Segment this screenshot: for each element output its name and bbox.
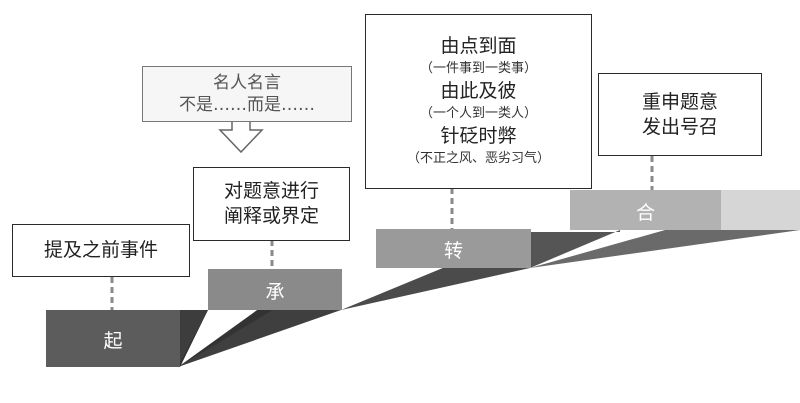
callout-arrow <box>218 120 264 154</box>
step-zhuan-wedge2 <box>530 230 620 268</box>
box-zhuan-line-2: （一件事到一类事） <box>419 61 537 76</box>
step-label-qi: 起 <box>103 330 123 352</box>
callout-line-1: 名人名言 <box>213 73 281 93</box>
box-he: 重申题意 发出号召 <box>598 73 762 156</box>
box-cheng-line-2: 阐释或界定 <box>223 205 319 227</box>
box-zhuan-line-4: （一个人到一类人） <box>419 106 537 121</box>
box-he-line-1: 重申题意 <box>641 90 718 113</box>
box-qi: 提及之前事件 <box>12 224 190 277</box>
box-zhuan-line-5: 针砭时弊 <box>440 125 517 147</box>
step-qi-face <box>46 310 180 367</box>
callout-cheng: 名人名言 不是……而是…… <box>142 66 352 122</box>
box-zhuan-line-6: （不正之风、恶劣习气） <box>406 151 550 166</box>
step-qi-ramp <box>178 310 290 367</box>
step-cheng-face <box>208 269 342 310</box>
box-qi-text: 提及之前事件 <box>43 239 158 261</box>
box-cheng: 对题意进行 阐释或界定 <box>193 167 350 241</box>
box-zhuan-line-1: 由点到面 <box>440 35 517 57</box>
box-he-line-2: 发出号召 <box>641 115 718 138</box>
step-label-cheng: 承 <box>265 281 285 303</box>
box-zhuan-line-3: 由此及彼 <box>440 80 517 102</box>
box-cheng-line-1: 对题意进行 <box>223 180 319 202</box>
step-zhuan-face <box>376 229 531 268</box>
step-label-he: 合 <box>635 202 655 224</box>
step-he-top <box>720 190 800 230</box>
box-zhuan: 由点到面 （一件事到一类事） 由此及彼 （一个人到一类人） 针砭时弊 （不正之风… <box>365 14 592 189</box>
callout-line-2: 不是……而是…… <box>179 95 315 115</box>
step-he-face <box>570 190 721 230</box>
step-label-zhuan: 转 <box>443 240 463 262</box>
